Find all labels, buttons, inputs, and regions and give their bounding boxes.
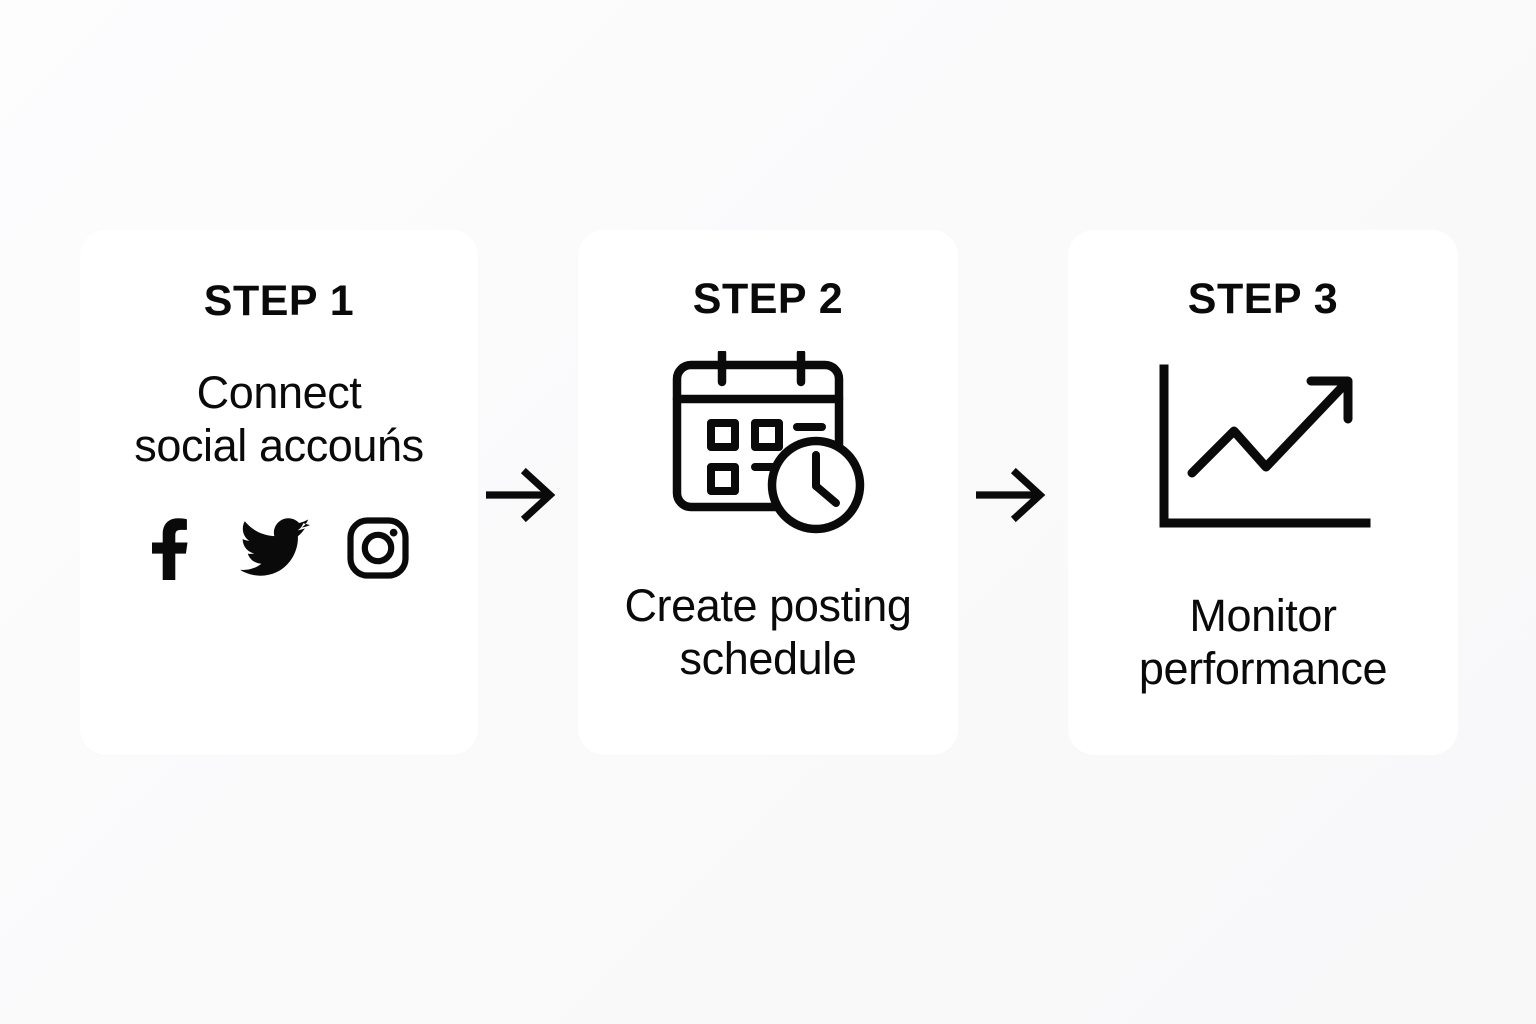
social-icons-row (148, 516, 410, 585)
calendar-clock-icon (659, 348, 877, 546)
twitter-icon[interactable] (240, 518, 310, 583)
arrow-right-icon (975, 467, 1046, 523)
step-card-1[interactable]: STEP 1 Connect social accouńs (80, 230, 478, 755)
line-chart-arrow-up-icon (1156, 363, 1371, 538)
instagram-icon[interactable] (346, 516, 410, 585)
step-1-label: STEP 1 (203, 277, 355, 325)
step-1-description: Connect social accouńs (134, 367, 424, 472)
step-1-description-line1: Connect (196, 367, 362, 418)
step-3-label: STEP 3 (1187, 275, 1339, 323)
step-3-description-line2: performance (1138, 642, 1388, 694)
step-2-description-line1: Create posting (624, 580, 912, 631)
connector-arrow-2 (975, 462, 1048, 528)
step-2-label: STEP 2 (692, 275, 844, 323)
step-2-description-line2: schedule (679, 632, 857, 684)
arrow-right-icon (485, 467, 556, 523)
step-2-description: Create posting schedule (624, 580, 911, 685)
step-card-2[interactable]: STEP 2 (578, 230, 958, 755)
facebook-icon[interactable] (148, 516, 204, 585)
step-3-description-line1: Monitor (1189, 590, 1337, 641)
step-card-3[interactable]: STEP 3 Monitor performance (1068, 230, 1458, 755)
step-1-description-line2: social accouńs (134, 419, 424, 471)
connector-arrow-1 (485, 462, 558, 528)
step-3-description: Monitor performance (1138, 590, 1388, 695)
